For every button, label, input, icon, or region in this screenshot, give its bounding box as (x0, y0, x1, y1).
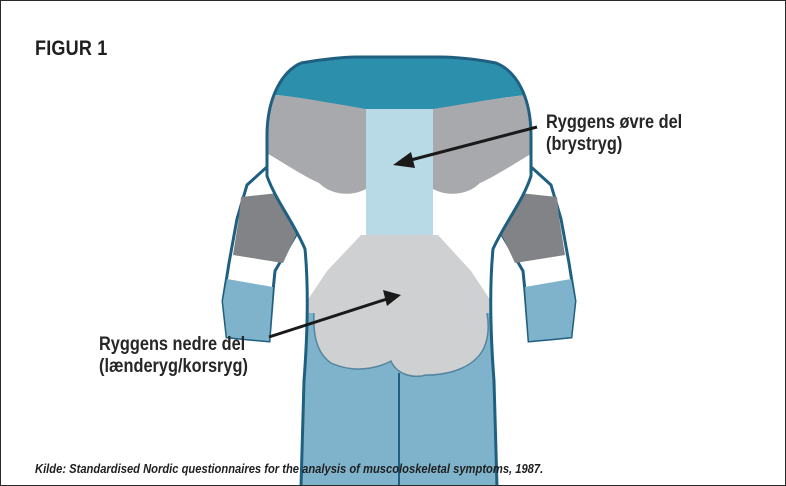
source-caption: Kilde: Standardised Nordic questionnaire… (35, 461, 543, 476)
lower-back-label-line1: Ryggens nedre del (99, 334, 248, 356)
right-forearm-segment (525, 279, 575, 341)
upper-back-label-line1: Ryggens øvre del (546, 112, 682, 134)
upper-back-region (366, 109, 433, 235)
left-forearm-segment (223, 279, 273, 341)
upper-back-label-line2: (brystryg) (546, 134, 682, 156)
lower-back-label-line2: (lænderyg/korsryg) (99, 356, 248, 378)
torso (251, 51, 551, 486)
upper-back-label: Ryggens øvre del (brystryg) (546, 112, 682, 156)
lower-back-label: Ryggens nedre del (lænderyg/korsryg) (99, 334, 248, 378)
